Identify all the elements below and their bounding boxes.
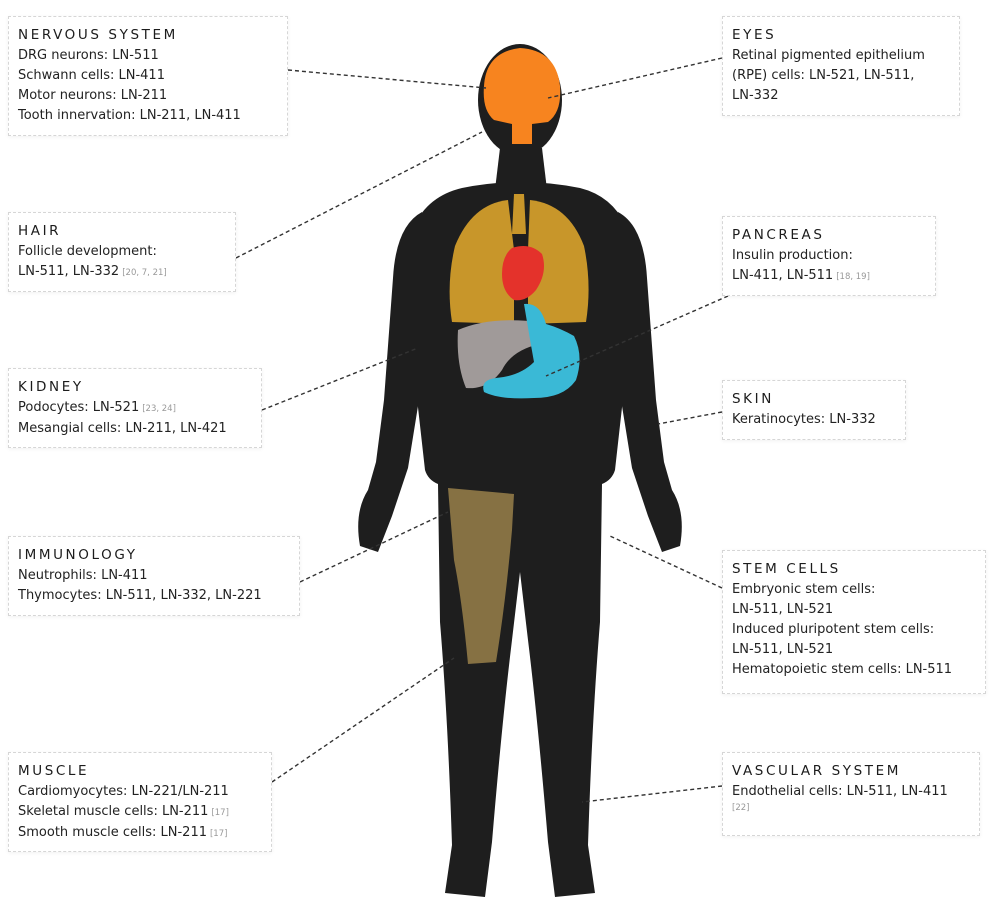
panel-title: KIDNEY	[18, 379, 253, 395]
panel-title: NERVOUS SYSTEM	[18, 27, 279, 43]
panel-line: Motor neurons: LN-211	[18, 86, 279, 106]
panel-skin: SKIN Keratinocytes: LN-332	[722, 380, 906, 440]
panel-line: LN-511, LN-521	[732, 600, 977, 620]
citation: [17]	[210, 829, 227, 839]
citation: [18, 19]	[836, 272, 870, 282]
panel-hair: HAIR Follicle development: LN-511, LN-33…	[8, 212, 236, 292]
citation: [22]	[732, 802, 971, 814]
leader-muscle	[272, 658, 454, 782]
panel-nervous-system: NERVOUS SYSTEM DRG neurons: LN-511 Schwa…	[8, 16, 288, 136]
panel-line: Insulin production:	[732, 246, 927, 266]
panel-line: Podocytes: LN-521[23, 24]	[18, 398, 253, 419]
panel-line: LN-511, LN-521	[732, 640, 977, 660]
leader-nervous	[288, 70, 486, 88]
panel-vascular-system: VASCULAR SYSTEM Endothelial cells: LN-51…	[722, 752, 980, 836]
panel-title: MUSCLE	[18, 763, 263, 779]
panel-line: Keratinocytes: LN-332	[732, 410, 897, 430]
panel-line: LN-332	[732, 86, 951, 106]
leader-skin	[658, 412, 722, 424]
panel-line: Endothelial cells: LN-511, LN-411	[732, 782, 971, 802]
panel-stem-cells: STEM CELLS Embryonic stem cells: LN-511,…	[722, 550, 986, 694]
panel-line: LN-411, LN-511[18, 19]	[732, 266, 927, 287]
panel-title: VASCULAR SYSTEM	[732, 763, 971, 779]
panel-line: Mesangial cells: LN-211, LN-421	[18, 419, 253, 439]
panel-line: LN-511, LN-332[20, 7, 21]	[18, 262, 227, 283]
panel-line: DRG neurons: LN-511	[18, 46, 279, 66]
panel-line: Follicle development:	[18, 242, 227, 262]
panel-title: EYES	[732, 27, 951, 43]
panel-line: Smooth muscle cells: LN-211[17]	[18, 823, 263, 844]
panel-line: Induced pluripotent stem cells:	[732, 620, 977, 640]
panel-immunology: IMMUNOLOGY Neutrophils: LN-411 Thymocyte…	[8, 536, 300, 616]
citation: [20, 7, 21]	[122, 268, 166, 278]
panel-title: SKIN	[732, 391, 897, 407]
body-silhouette	[358, 44, 682, 897]
panel-line: Thymocytes: LN-511, LN-332, LN-221	[18, 586, 291, 606]
panel-line: Schwann cells: LN-411	[18, 66, 279, 86]
panel-line: Skeletal muscle cells: LN-211[17]	[18, 802, 263, 823]
panel-pancreas: PANCREAS Insulin production: LN-411, LN-…	[722, 216, 936, 296]
leader-vascular	[582, 786, 722, 802]
trachea-shape	[512, 194, 526, 234]
panel-line: Retinal pigmented epithelium	[732, 46, 951, 66]
panel-line: Tooth innervation: LN-211, LN-411	[18, 106, 279, 126]
panel-title: IMMUNOLOGY	[18, 547, 291, 563]
panel-title: HAIR	[18, 223, 227, 239]
panel-line: (RPE) cells: LN-521, LN-511,	[732, 66, 951, 86]
leader-eyes	[548, 58, 722, 98]
panel-muscle: MUSCLE Cardiomyocytes: LN-221/LN-211 Ske…	[8, 752, 272, 852]
panel-kidney: KIDNEY Podocytes: LN-521[23, 24] Mesangi…	[8, 368, 262, 448]
panel-line: Hematopoietic stem cells: LN-511	[732, 660, 977, 680]
panel-title: STEM CELLS	[732, 561, 977, 577]
panel-title: PANCREAS	[732, 227, 927, 243]
panel-line: Neutrophils: LN-411	[18, 566, 291, 586]
citation: [17]	[211, 808, 228, 818]
panel-line: Cardiomyocytes: LN-221/LN-211	[18, 782, 263, 802]
panel-eyes: EYES Retinal pigmented epithelium (RPE) …	[722, 16, 960, 116]
citation: [23, 24]	[142, 404, 176, 414]
panel-line: Embryonic stem cells:	[732, 580, 977, 600]
